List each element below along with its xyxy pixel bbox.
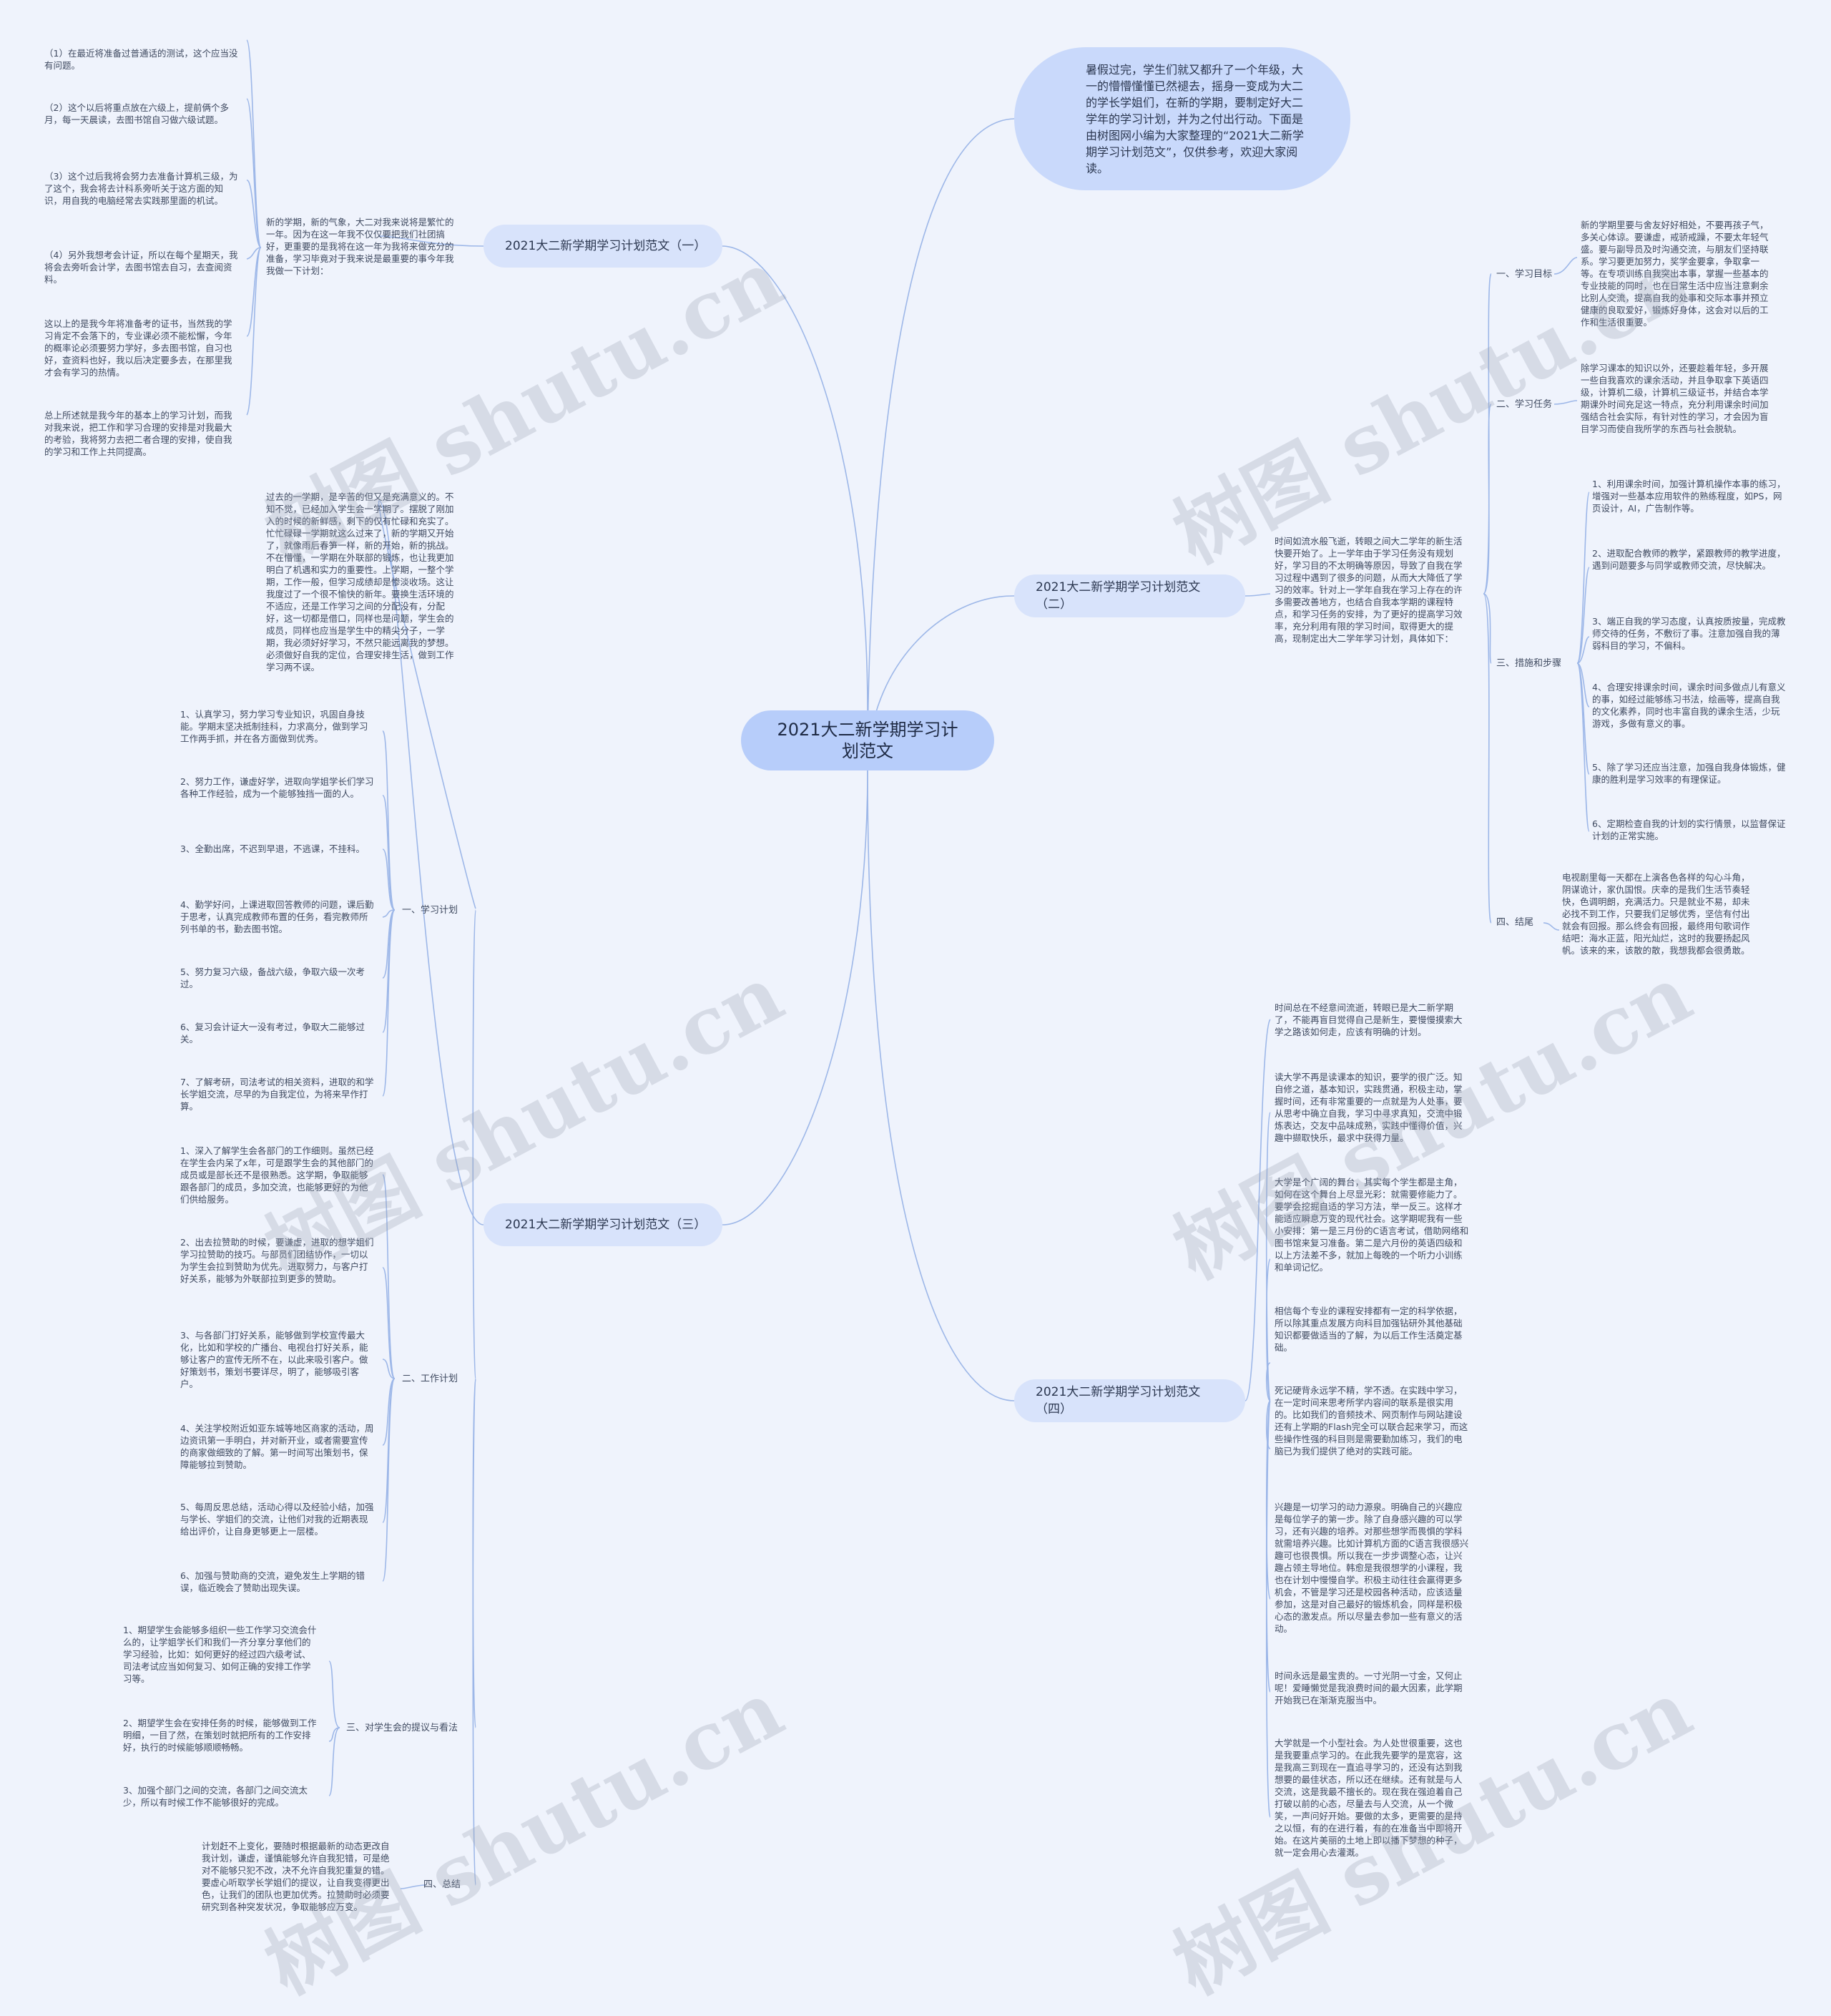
b3-plan-5: 5、努力复习六级，备战六级，争取六级一次考过。 bbox=[180, 967, 365, 989]
b4-item-7: 时间永远是最宝贵的。一寸光阴一寸金，又何止呢！爱睡懒觉是我浪费时间的最大因素，此… bbox=[1275, 1670, 1463, 1706]
b3-work-4: 4、关注学校附近如亚东城等地区商家的活动，周边资讯第一手明白，并对新开业，或者需… bbox=[180, 1423, 374, 1470]
b3-work-5: 5、每周反思总结，活动心得以及经验小结，加强与学长、学姐们的交流，让他们对我的近… bbox=[180, 1502, 374, 1537]
branch-3-title: 2021大二新学期学习计划范文（三） bbox=[505, 1218, 707, 1232]
b3-work-2: 2、出去拉赞助的时候，要谦虚，进取的想学姐们学习拉赞助的技巧。与部员们团结协作，… bbox=[180, 1237, 374, 1284]
b4-item-5: 死记硬背永远学不精，学不透。在实践中学习，在一定时间来思考所学内容间的联系是很实… bbox=[1275, 1385, 1468, 1457]
b3-suggest-3: 3、加强个部门之间的交流，各部门之间交流太少，所以有时候工作不能够很好的完成。 bbox=[123, 1785, 308, 1808]
b3-work-3: 3、与各部门打好关系，能够做到学校宣传最大化，比如和学校的广播台、电视台打好关系… bbox=[180, 1330, 368, 1389]
b2-step-1: 1、利用课余时间，加强计算机操作本事的练习，增强对一些基本应用软件的熟练程度，如… bbox=[1592, 479, 1786, 514]
branch-4-title: 2021大二新学期学习计划范文（四） bbox=[1036, 1385, 1201, 1416]
b2-section-1-label: 一、学习目标 bbox=[1496, 269, 1553, 280]
branch-3-summary: 过去的一学期，是辛苦的但又是充满意义的。不知不觉，已经加入学生会一学期了。摆脱了… bbox=[266, 491, 454, 672]
b2-section-3-label: 三、措施和步骤 bbox=[1496, 658, 1562, 669]
b3-suggest-1: 1、期望学生会能够多组织一些工作学习交流会什么的，让学姐学长们和我们一齐分享分享… bbox=[123, 1625, 317, 1684]
b2-section-2-text: 除学习课本的知识以外，还要趁着年轻，多开展一些自我喜欢的课余活动，并且争取拿下英… bbox=[1581, 363, 1769, 434]
root-topic[interactable]: 2021大二新学期学习计划范文 bbox=[741, 710, 994, 770]
b1-item-3: （3）这个过后我将会努力去准备计算机三级，为了这个，我会将去计科系旁听关于这方面… bbox=[44, 171, 238, 206]
b2-step-2: 2、进取配合教师的教学，紧跟教师的教学进度，遇到问题要多与同学或教师交流，尽快解… bbox=[1592, 548, 1786, 571]
b3-summary-text: 计划赶不上变化，要随时根据最新的动态更改自我计划，谦虚，谨慎能够允许自我犯错，可… bbox=[202, 1841, 390, 1912]
intro-text: 暑假过完，学生们就又都升了一个年级，大一的懵懵懂懂已然褪去，摇身一变成为大二的学… bbox=[1086, 62, 1305, 175]
b3-section-1-label: 一、学习计划 bbox=[402, 905, 458, 916]
b2-section-1-text: 新的学期里要与舍友好好相处，不要再孩子气，多关心体谅。要谦虚，戒骄戒躁，不要太年… bbox=[1581, 220, 1769, 328]
b3-plan-2: 2、努力工作，谦虚好学，进取向学姐学长们学习各种工作经验，成为一个能够独挡一面的… bbox=[180, 776, 374, 799]
b3-section-3-label: 三、对学生会的提议与看法 bbox=[346, 1723, 458, 1733]
b2-step-3: 3、端正自我的学习态度，认真按质按量，完成教师交待的任务，不敷衍了事。注意加强自… bbox=[1592, 616, 1786, 651]
b4-item-2: 读大学不再是读课本的知识，要学的很广泛。知自修之道，基本知识，实践贯通，积极主动… bbox=[1275, 1072, 1463, 1143]
mindmap-canvas: 2021大二新学期学习计划范文 暑假过完，学生们就又都升了一个年级，大一的懵懵懂… bbox=[44, 39, 1786, 2012]
b3-work-1: 1、深入了解学生会各部门的工作细则。虽然已经在学生会内呆了x年，可是跟学生会的其… bbox=[180, 1145, 374, 1205]
b4-item-1: 时间总在不经意间流逝，转眼已是大二新学期了，不能再盲目觉得自己是新生，要慢慢摸索… bbox=[1275, 1002, 1463, 1037]
root-title: 2021大二新学期学习计划范文 bbox=[777, 720, 958, 761]
branch-4[interactable]: 2021大二新学期学习计划范文（四） bbox=[1014, 1379, 1245, 1422]
branch-1[interactable]: 2021大二新学期学习计划范文（一） bbox=[483, 225, 722, 268]
b1-item-5: 这以上的是我今年将准备考的证书，当然我的学习肯定不会落下的，专业课必须不能松懈，… bbox=[44, 318, 232, 378]
b4-item-6: 兴趣是一切学习的动力源泉。明确自己的兴趣应是每位学子的第一步。除了自身感兴趣的可… bbox=[1275, 1502, 1469, 1634]
branch-1-summary: 新的学期，新的气象，大二对我来说将是繁忙的一年。因为在这一年我不仅仅要把我们社团… bbox=[266, 217, 454, 276]
b3-section-2-label: 二、工作计划 bbox=[402, 1374, 458, 1384]
b4-item-4: 相信每个专业的课程安排都有一定的科学依据，所以除其重点发展方向科目加强钻研外其他… bbox=[1275, 1306, 1463, 1353]
b2-section-4-label: 四、结尾 bbox=[1496, 917, 1534, 928]
b4-item-8: 大学就是一个小型社会。为人处世很重要，这也是我要重点学习的。在此我先要学的是宽容… bbox=[1275, 1738, 1463, 1858]
b1-item-4: （4）另外我想考会计证，所以在每个星期天，我将会去旁听会计学，去图书馆去自习，去… bbox=[44, 250, 238, 285]
branch-2[interactable]: 2021大二新学期学习计划范文（二） bbox=[1014, 574, 1245, 617]
watermark: 树图 shutu.cn bbox=[250, 1663, 797, 2012]
b3-work-6: 6、加强与赞助商的交流，避免发生上学期的错误，临近晚会了赞助出现失误。 bbox=[180, 1570, 365, 1593]
b1-item-1: （1）在最近将准备过普通话的测试，这个应当没有问题。 bbox=[44, 48, 238, 71]
b2-section-4-text: 电视剧里每一天都在上演各色各样的勾心斗角，阴谋诡计，家仇国恨。庆幸的是我们生活节… bbox=[1562, 872, 1750, 956]
b2-step-6: 6、定期检查自我的计划的实行情景，以监督保证计划的正常实施。 bbox=[1592, 818, 1786, 841]
b1-item-6: 总上所述就是我今年的基本上的学习计划，而我对我来说，把工作和学习合理的安排是对我… bbox=[44, 410, 232, 457]
b3-plan-4: 4、勤学好问，上课进取回答教师的问题，课后勤于思考，认真完成教师布置的任务，看完… bbox=[180, 899, 374, 934]
b2-step-4: 4、合理安排课余时间，课余时间多做点儿有意义的事，如经过能够练习书法，绘画等，提… bbox=[1592, 682, 1786, 729]
b2-step-5: 5、除了学习还应当注意，加强自我身体锻炼，健康的胜利是学习效率的有理保证。 bbox=[1592, 762, 1786, 785]
b1-item-2: （2）这个以后将重点放在六级上，提前俩个多月，每一天晨读，去图书馆自习做六级试题… bbox=[44, 102, 229, 125]
b3-plan-1: 1、认真学习，努力学习专业知识，巩固自身技能。学期末坚决抵制挂科，力求高分，做到… bbox=[180, 709, 368, 744]
b2-section-2-label: 二、学习任务 bbox=[1496, 399, 1553, 410]
b3-plan-6: 6、复习会计证大一没有考过，争取大二能够过关。 bbox=[180, 1022, 365, 1044]
branch-3[interactable]: 2021大二新学期学习计划范文（三） bbox=[483, 1203, 722, 1246]
branch-1-title: 2021大二新学期学习计划范文（一） bbox=[505, 239, 707, 253]
branch-2-summary: 时间如流水般飞逝，转眼之间大二学年的新生活快要开始了。上一学年由于学习任务没有规… bbox=[1275, 536, 1463, 644]
b3-suggest-2: 2、期望学生会在安排任务的时候，能够做到工作明细，一目了然，在策划时就把所有的工… bbox=[123, 1718, 317, 1753]
b3-plan-3: 3、全勤出席，不迟到早退，不逃课，不挂科。 bbox=[180, 843, 365, 854]
b3-plan-7: 7、了解考研，司法考试的相关资料，进取的和学长学姐交流，尽早的为自我定位，为将来… bbox=[180, 1077, 374, 1112]
branch-2-title: 2021大二新学期学习计划范文（二） bbox=[1036, 580, 1201, 612]
b3-section-4-label: 四、总结 bbox=[423, 1879, 461, 1890]
b4-item-3: 大学是个广阔的舞台，其实每个学生都是主角，如何在这个舞台上尽显光彩：就需要修能力… bbox=[1275, 1177, 1469, 1273]
intro-bubble[interactable]: 暑假过完，学生们就又都升了一个年级，大一的懵懵懂懂已然褪去，摇身一变成为大二的学… bbox=[1014, 47, 1350, 190]
